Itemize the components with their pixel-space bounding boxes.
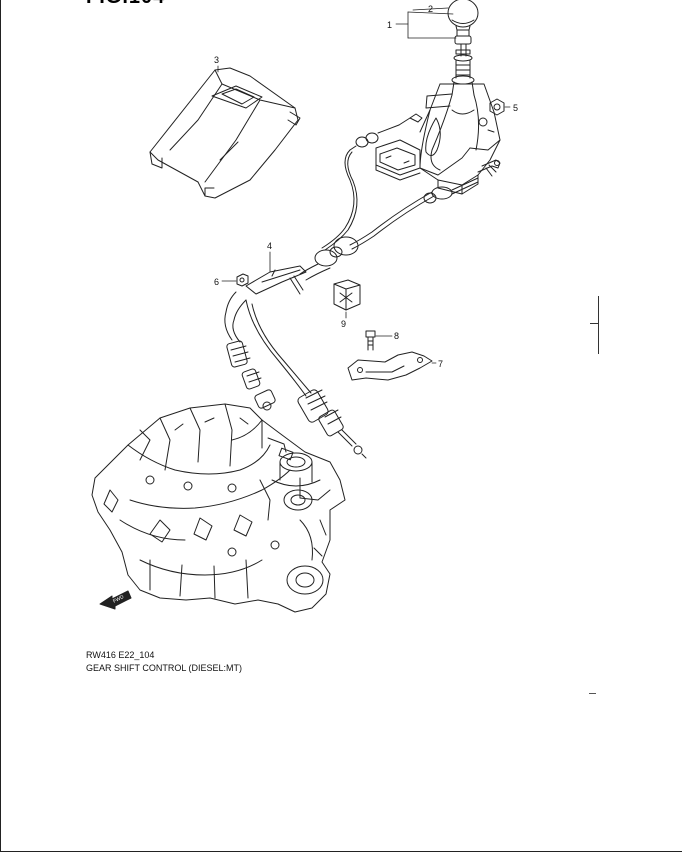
- shift-lever-part: [451, 29, 475, 96]
- callout-leaders: [217, 7, 511, 364]
- transmission-case: [91, 403, 346, 613]
- select-cable-lower: [224, 311, 276, 411]
- callout-5: 5: [513, 103, 518, 113]
- margin-tick: [590, 323, 598, 324]
- figure-caption: GEAR SHIFT CONTROL (DIESEL:MT): [86, 663, 243, 673]
- shifter-base-bracket: [375, 83, 501, 195]
- shifter-cover-part: [149, 67, 301, 199]
- nut-part: [489, 98, 505, 116]
- callout-1: 1: [387, 20, 392, 30]
- cable-holder-bracket-part: [225, 265, 307, 321]
- callout-6: 6: [214, 277, 219, 287]
- spacer-part: [333, 279, 361, 311]
- callout-numbers: 1 2 3 4 5 6 7 8 9: [214, 4, 518, 369]
- fwd-label: FWD: [112, 594, 125, 605]
- callout-8: 8: [394, 331, 399, 341]
- callout-7: 7: [438, 359, 443, 369]
- shift-knob-part: [447, 0, 479, 31]
- shift-cable-lower: [245, 299, 367, 459]
- callout-2: 2: [428, 4, 433, 14]
- figure-label: FIG.104: [86, 0, 165, 9]
- callout-4: 4: [267, 241, 272, 251]
- bracket-plate-part: [347, 351, 433, 381]
- select-cable-end-fitting: [477, 159, 501, 177]
- margin-mark: [598, 296, 599, 354]
- clip-part: [236, 273, 249, 287]
- margin-dash: [589, 693, 596, 694]
- callout-9: 9: [341, 319, 346, 329]
- reference-code: RW416 E22_104: [86, 650, 155, 660]
- bolt-part: [365, 330, 376, 351]
- shift-cable-end-fitting: [349, 113, 423, 151]
- gear-shift-cables: [299, 149, 479, 281]
- callout-3: 3: [214, 55, 219, 65]
- fwd-direction-arrow: FWD: [99, 590, 132, 610]
